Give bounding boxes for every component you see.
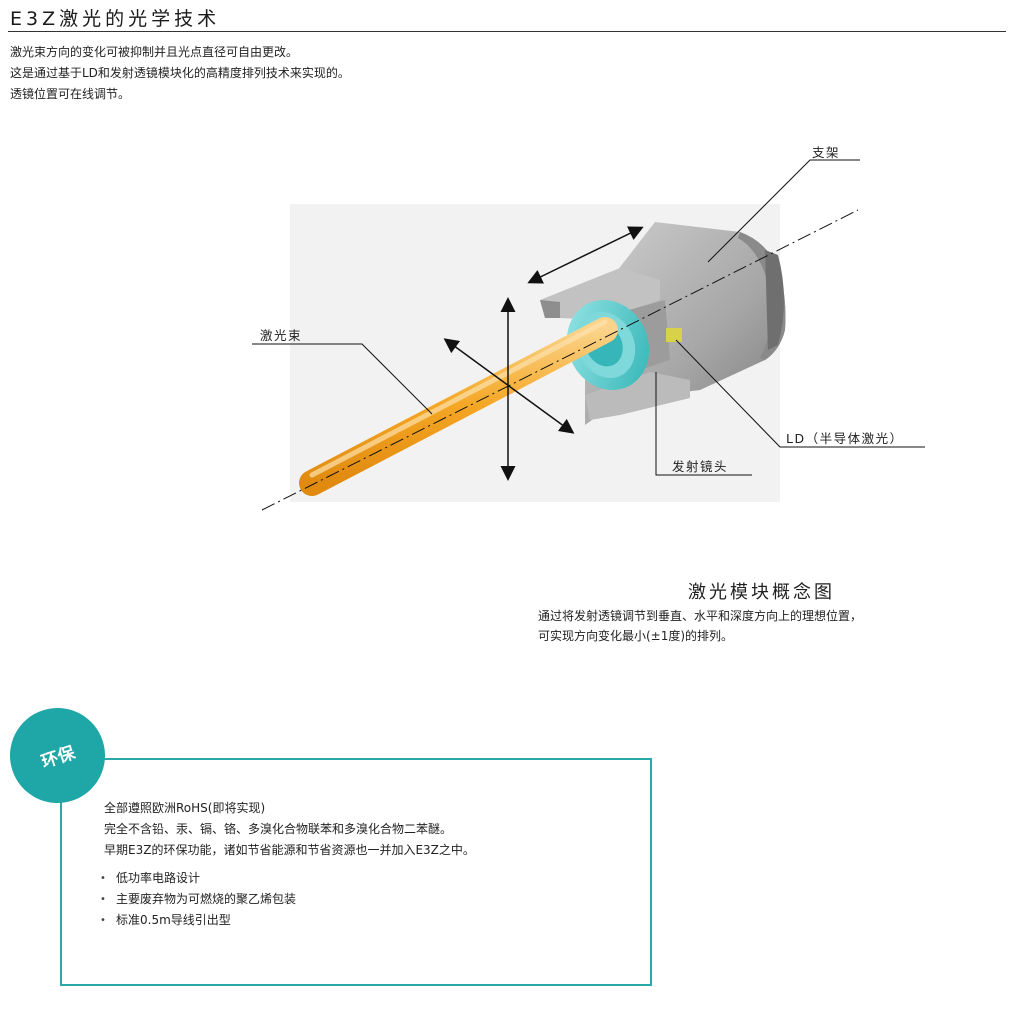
ld-chip: [666, 328, 682, 342]
caption-line: 通过将发射透镜调节到垂直、水平和深度方向上的理想位置，: [538, 609, 863, 623]
lens-label: 发射镜头: [672, 459, 729, 474]
eco-panel: [60, 758, 652, 986]
eco-line: 完全不含铅、汞、镉、铬、多溴化合物联苯和多溴化合物二苯醚。: [104, 822, 453, 836]
horizontal-adjust-arrow: [443, 338, 575, 434]
ld-leader-line: [675, 339, 925, 448]
optical-axis-line: [261, 209, 859, 511]
caption-line: 可实现方向变化最小(±1度)的排列。: [538, 629, 734, 643]
depth-adjust-arrow: [527, 226, 644, 284]
bracket-label: 支架: [812, 145, 841, 160]
title-divider: [8, 31, 1006, 32]
eco-line: 全部遵照欧洲RoHS(即将实现): [104, 801, 266, 815]
page-title: E3Z激光的光学技术: [10, 8, 221, 30]
lens-leader-line: [655, 372, 752, 476]
eco-description: 全部遵照欧洲RoHS(即将实现) 完全不含铅、汞、镉、铬、多溴化合物联苯和多溴化…: [104, 798, 475, 861]
beam-label: 激光束: [260, 328, 303, 343]
beam-leader-line: [252, 343, 433, 415]
eco-feature-list: 低功率电路设计 主要废弃物为可燃烧的聚乙烯包装 标准0.5m导线引出型: [100, 868, 296, 931]
intro-line: 透镜位置可在线调节。: [10, 87, 131, 101]
bracket-leader-line: [707, 159, 860, 263]
eco-feature-item: 低功率电路设计: [100, 868, 296, 889]
intro-line: 激光束方向的变化可被抑制并且光点直径可自由更改。: [10, 45, 299, 59]
eco-line: 早期E3Z的环保功能，诸如节省能源和节省资源也一并加入E3Z之中。: [104, 843, 475, 857]
eco-feature-item: 主要废弃物为可燃烧的聚乙烯包装: [100, 889, 296, 910]
eco-feature-item: 标准0.5m导线引出型: [100, 910, 296, 931]
intro-line: 这是通过基于LD和发射透镜模块化的高精度排列技术来实现的。: [10, 66, 350, 80]
figure-caption-title: 激光模块概念图: [688, 582, 835, 603]
figure-caption-text: 通过将发射透镜调节到垂直、水平和深度方向上的理想位置， 可实现方向变化最小(±1…: [538, 606, 862, 646]
ld-label: LD（半导体激光）: [786, 431, 904, 446]
intro-text: 激光束方向的变化可被抑制并且光点直径可自由更改。 这是通过基于LD和发射透镜模块…: [10, 42, 350, 105]
